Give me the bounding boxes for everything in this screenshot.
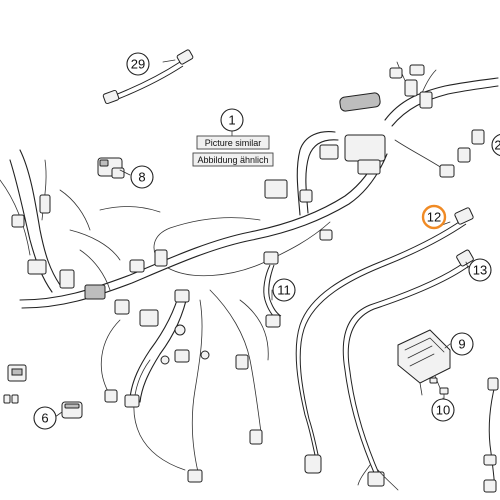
- picture-similar-note: Picture similar Abbildung ähnlich: [192, 135, 274, 167]
- callout-29-label: 29: [131, 57, 145, 72]
- callout-13[interactable]: 13: [468, 258, 492, 282]
- callout-11-label: 11: [277, 283, 291, 298]
- callout-11[interactable]: 11: [272, 278, 296, 302]
- callout-10[interactable]: 10: [431, 398, 455, 422]
- callout-2-label: 2: [494, 138, 500, 153]
- right-edge-parts: [483, 377, 499, 493]
- callout-29[interactable]: 29: [126, 52, 150, 76]
- callout-9[interactable]: 9: [450, 332, 474, 356]
- left-edge-parts: [3, 364, 27, 404]
- callout-10-label: 10: [436, 403, 450, 418]
- abbildung-aehnlich-text: Abbildung ähnlich: [197, 155, 268, 165]
- callout-1-label: 1: [228, 113, 235, 128]
- cable-11: [263, 251, 282, 328]
- cable-12: [295, 207, 474, 474]
- callout-9-label: 9: [458, 337, 465, 352]
- main-wiring-harness: [0, 61, 499, 483]
- plug-6: [61, 401, 83, 419]
- screw-10: [429, 377, 449, 403]
- callout-12-label: 12: [427, 210, 441, 225]
- callout-1[interactable]: 1: [220, 108, 244, 132]
- cable-13: [342, 249, 474, 491]
- regulator-9: [397, 329, 451, 396]
- callout-6[interactable]: 6: [33, 406, 57, 430]
- adapter-cable-29: [102, 49, 194, 105]
- callout-6-label: 6: [41, 411, 48, 426]
- callout-8-label: 8: [138, 170, 145, 185]
- relay-plug-8: [97, 157, 125, 179]
- callout-13-label: 13: [473, 263, 487, 278]
- callout-2-partial[interactable]: 2: [491, 133, 500, 157]
- picture-similar-text: Picture similar: [205, 138, 262, 148]
- callout-12[interactable]: 12: [421, 204, 447, 230]
- callout-8[interactable]: 8: [130, 165, 154, 189]
